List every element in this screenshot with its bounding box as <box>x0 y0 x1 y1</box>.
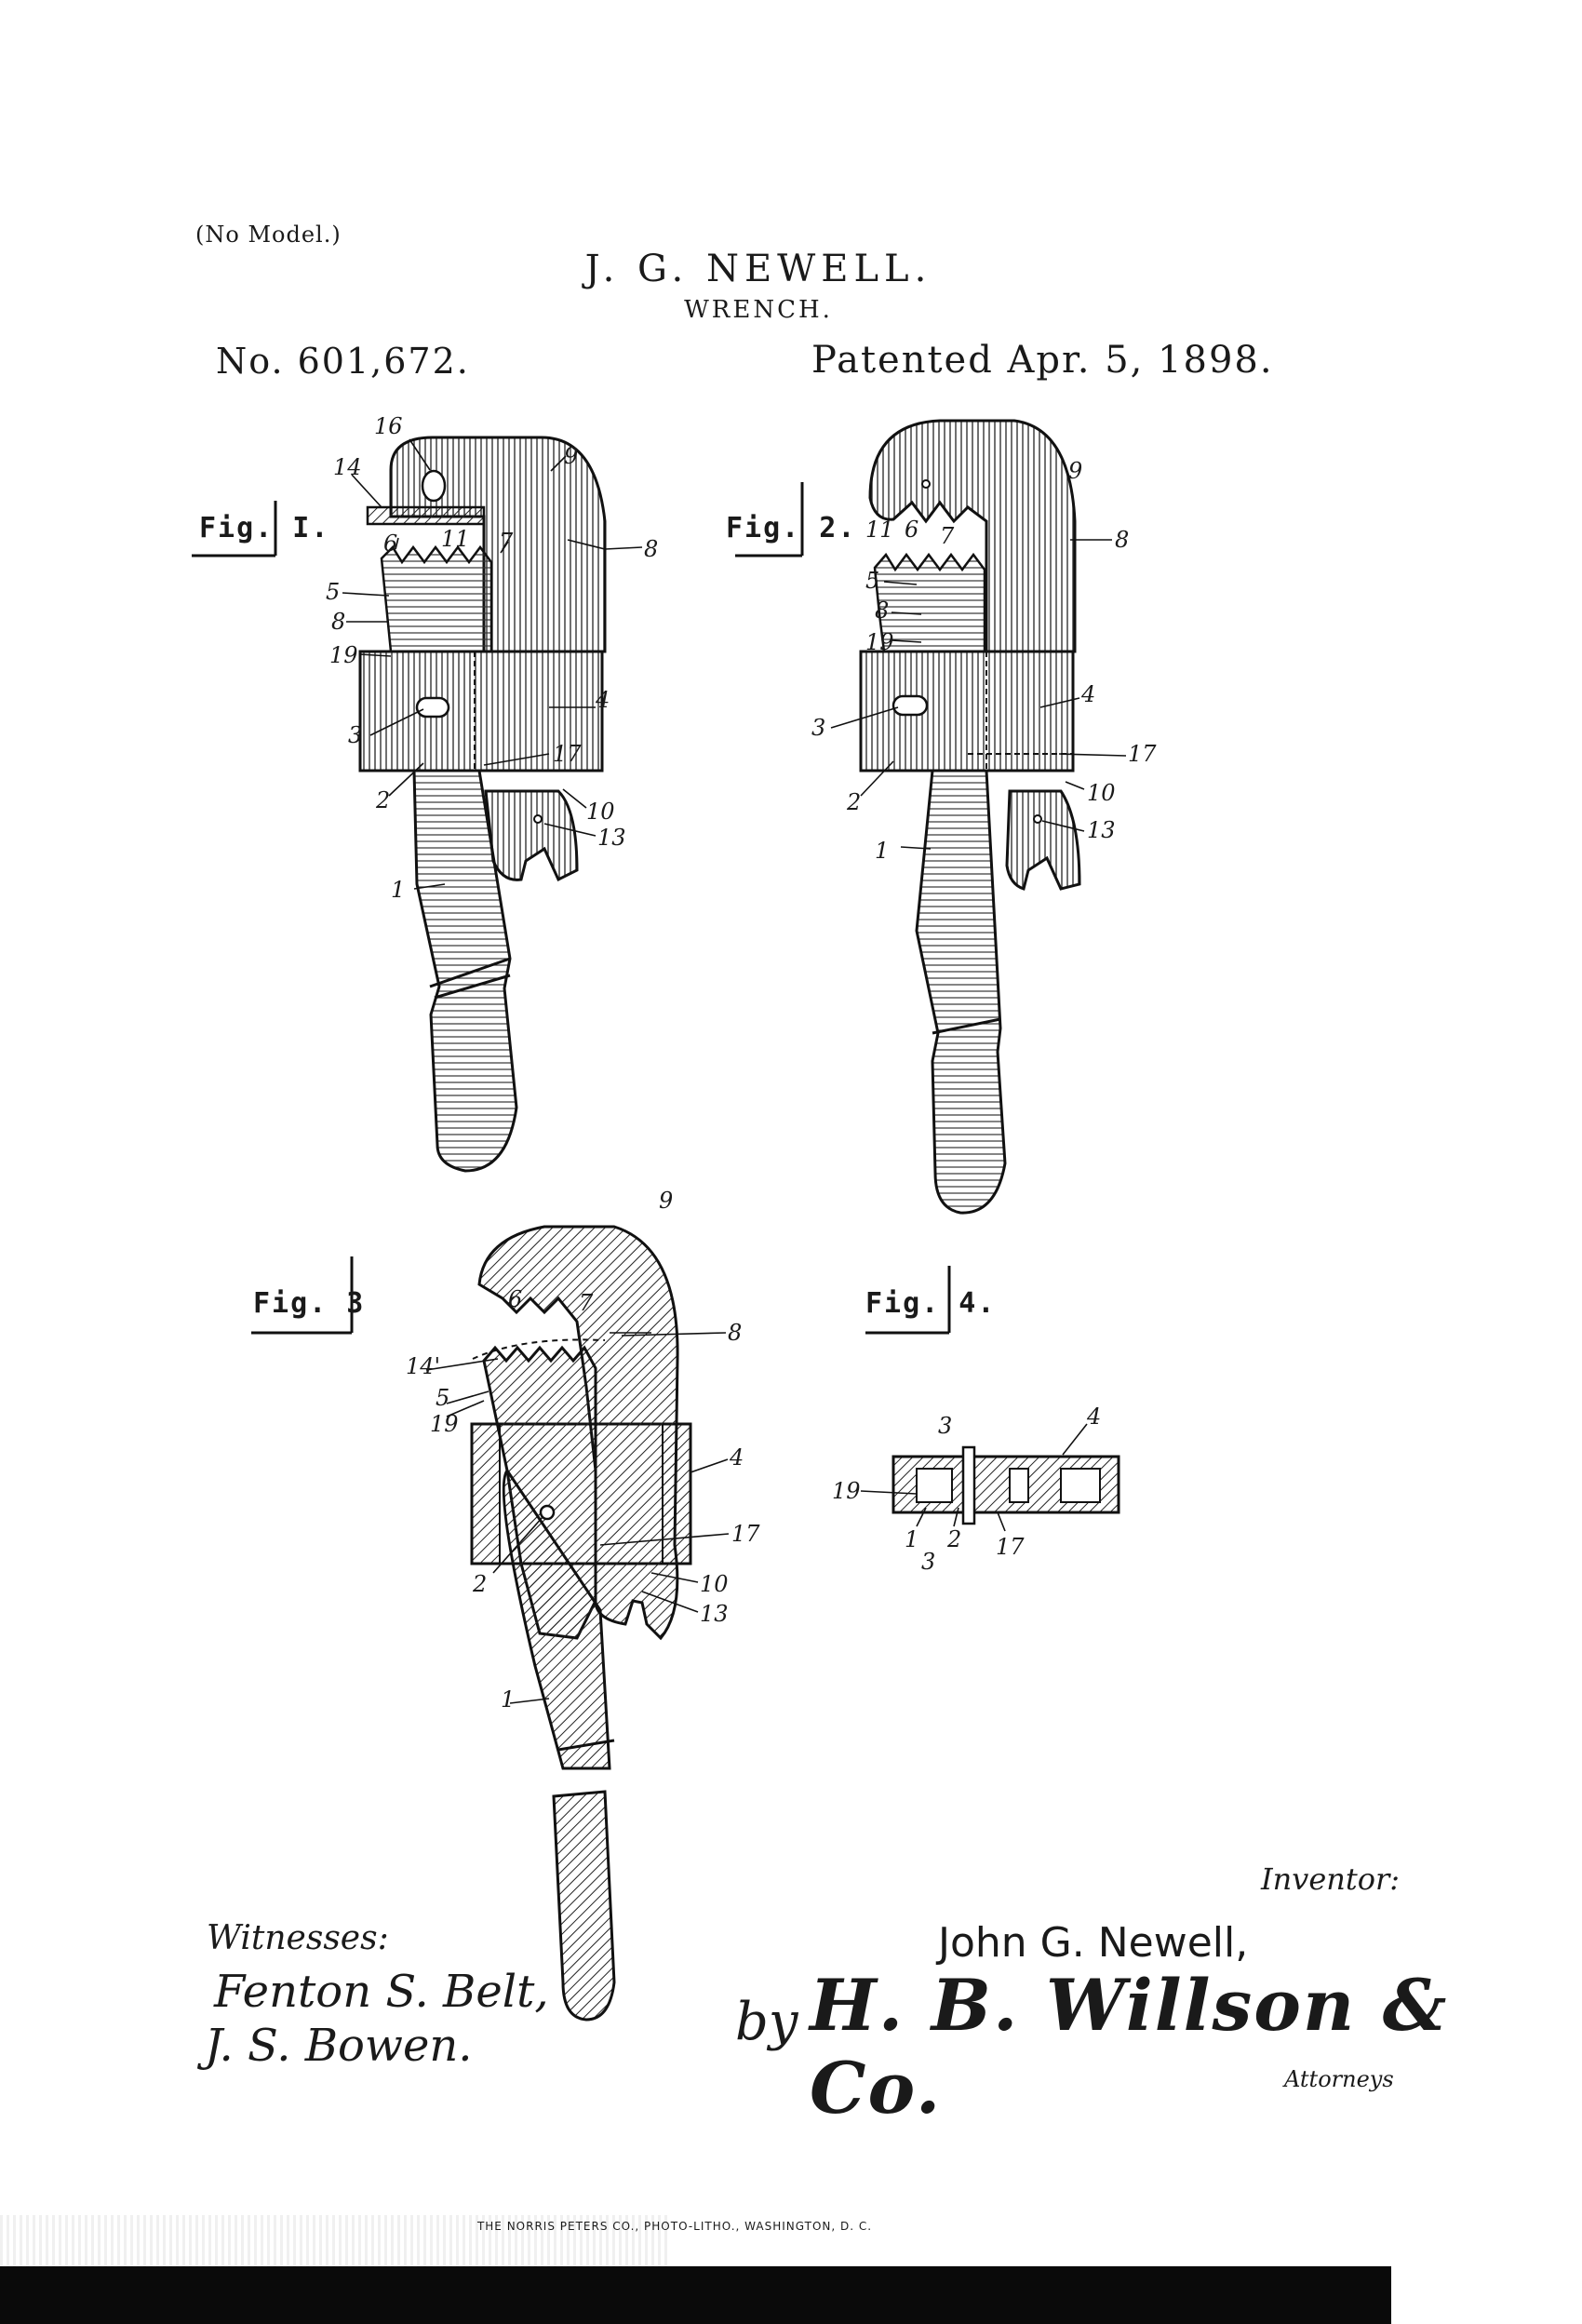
fig4-ref-1: 1 <box>905 1526 919 1552</box>
fig2-ref-4: 4 <box>1081 681 1096 707</box>
fig3-ref-10: 10 <box>700 1571 729 1597</box>
fig2-ref-10: 10 <box>1087 780 1116 806</box>
fig2-hook-jaw <box>868 419 1077 653</box>
attorney-label: Attorneys <box>1284 2066 1394 2092</box>
inventor-header: J. G. NEWELL. <box>584 248 932 290</box>
inventor-name: John G. Newell, <box>938 1919 1249 1967</box>
fig1-jaw-bar <box>366 505 486 526</box>
fig2-ref-8b: 8 <box>875 598 890 624</box>
inventor-label: Inventor: <box>1261 1861 1401 1897</box>
fig1-ref-9: 9 <box>564 443 579 469</box>
fig3-ref-19: 19 <box>430 1411 459 1437</box>
fig1-label-bracket <box>192 501 277 557</box>
fig1-ref-11: 11 <box>441 526 470 552</box>
fig1-ref-8a: 8 <box>644 536 659 562</box>
fig1-ref-10: 10 <box>586 799 615 825</box>
fig3-ref-14: 14' <box>406 1353 441 1379</box>
fig1-ref-16: 16 <box>374 413 403 439</box>
fig1-ref-7: 7 <box>499 529 514 555</box>
fig1-ref-4: 4 <box>596 687 610 713</box>
fig1-lower-jaw <box>484 789 579 882</box>
fig1-ref-1: 1 <box>391 877 406 903</box>
leader-lines <box>342 438 1127 1704</box>
fig1-ref-14: 14 <box>333 454 362 480</box>
witnesses-label: Witnesses: <box>207 1919 389 1957</box>
by-label: by <box>735 1992 798 2052</box>
figure-2 <box>735 419 1081 1215</box>
fig2-ref-1: 1 <box>875 838 890 864</box>
fig3-ref-7: 7 <box>579 1290 594 1316</box>
fig3-ref-1: 1 <box>501 1686 516 1713</box>
fig2-ref-9: 9 <box>1068 458 1083 484</box>
fig2-sleeve <box>859 650 1075 772</box>
fig3-ref-17: 17 <box>731 1521 760 1547</box>
fig2-ref-2: 2 <box>847 789 862 815</box>
figure-1 <box>192 436 607 1173</box>
patent-date: Patented Apr. 5, 1898. <box>811 339 1274 382</box>
fig1-handle <box>412 769 518 1173</box>
scan-edge-band <box>0 2266 1391 2324</box>
fig1-ref-13: 13 <box>597 825 626 851</box>
fig4-ref-2: 2 <box>947 1526 962 1552</box>
fig3-ref-6: 6 <box>508 1286 523 1312</box>
printer-imprint: THE NORRIS PETERS CO., PHOTO-LITHO., WAS… <box>476 2220 873 2233</box>
figure-4 <box>865 1266 1120 1525</box>
fig1-ref-8b: 8 <box>331 609 346 635</box>
fig2-ref-6: 6 <box>905 517 919 543</box>
figure-3 <box>251 1225 692 2022</box>
fig4-ref-19: 19 <box>832 1478 861 1504</box>
fig1-ref-19: 19 <box>329 642 358 668</box>
fig2-handle <box>915 769 1007 1215</box>
fig1-toothed-jaw <box>380 544 493 653</box>
fig2-ref-3: 3 <box>811 715 826 741</box>
fig2-ref-5: 5 <box>865 568 880 594</box>
fig2-ref-11: 11 <box>865 517 894 543</box>
fig4-ref-17: 17 <box>996 1534 1025 1560</box>
fig4-label-bracket <box>865 1266 951 1335</box>
fig1-ref-5: 5 <box>326 579 341 605</box>
fig3-ref-13: 13 <box>700 1601 729 1627</box>
fig3-handle <box>502 1468 611 1770</box>
fig3-ref-2: 2 <box>473 1571 488 1597</box>
fig1-ref-3: 3 <box>348 722 363 748</box>
fig2-lower-jaw <box>1005 789 1081 891</box>
fig2-label-bracket <box>735 482 804 557</box>
fig4-label: Fig. 4. <box>865 1287 997 1320</box>
fig2-ref-13: 13 <box>1087 817 1116 843</box>
fig1-ref-2: 2 <box>376 787 391 813</box>
fig2-ref-7: 7 <box>940 523 955 549</box>
witness-signature-2: J. S. Bowen. <box>205 2020 473 2072</box>
model-note: (No Model.) <box>195 222 342 248</box>
attorney-signature: H. B. Willson & Co. <box>810 1964 1449 2129</box>
fig1-ref-6: 6 <box>383 531 398 557</box>
fig1-label: Fig. I. <box>199 512 330 544</box>
patent-number: No. 601,672. <box>216 341 470 382</box>
fig2-ref-17: 17 <box>1128 741 1157 767</box>
patent-title: WRENCH. <box>684 296 833 324</box>
scan-grain <box>0 2215 670 2267</box>
fig4-ref-3a: 3 <box>938 1413 953 1439</box>
witness-signature-1: Fenton S. Belt, <box>214 1966 549 2018</box>
fig3-handle-end <box>552 1790 616 2022</box>
fig2-label: Fig. 2. <box>726 512 857 544</box>
fig1-ref-17: 17 <box>553 741 582 767</box>
fig1-sleeve <box>358 650 604 772</box>
fig4-ref-4: 4 <box>1087 1404 1102 1430</box>
fig2-ref-19: 19 <box>865 629 894 655</box>
fig3-ref-9: 9 <box>659 1188 674 1214</box>
fig3-label: Fig. 3 <box>253 1287 366 1320</box>
fig3-ref-5: 5 <box>436 1385 450 1411</box>
fig4-ref-3b: 3 <box>921 1549 936 1575</box>
fig3-label-bracket <box>251 1256 354 1335</box>
fig2-ref-8a: 8 <box>1115 527 1130 553</box>
fig3-ref-8: 8 <box>728 1320 743 1346</box>
fig3-ref-4: 4 <box>730 1444 744 1471</box>
